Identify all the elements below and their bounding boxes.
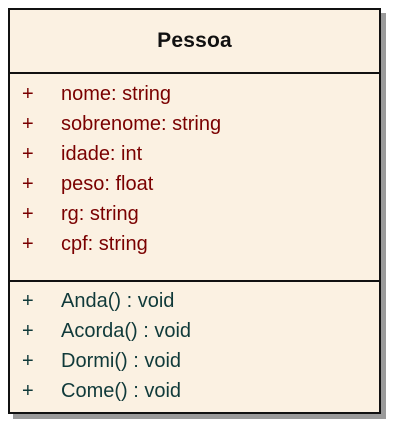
attribute-row: + nome: string <box>10 79 379 109</box>
uml-class-box[interactable]: Pessoa + nome: string + sobrenome: strin… <box>8 8 381 414</box>
method-row: + Dormi() : void <box>10 346 379 376</box>
method-row: + Anda() : void <box>10 286 379 316</box>
method-text: Acorda() : void <box>61 320 192 342</box>
visibility-marker: + <box>22 290 34 312</box>
visibility-marker: + <box>22 203 34 225</box>
method-row: + Come() : void <box>10 376 379 406</box>
visibility-marker: + <box>22 143 34 165</box>
attribute-row: + rg: string <box>10 199 379 229</box>
visibility-marker: + <box>22 173 34 195</box>
visibility-marker: + <box>22 233 34 255</box>
method-text: Anda() : void <box>61 290 175 312</box>
visibility-marker: + <box>22 113 34 135</box>
class-name: Pessoa <box>10 10 379 74</box>
attribute-text: cpf: string <box>61 233 148 255</box>
attributes-compartment: + nome: string + sobrenome: string + ida… <box>10 74 379 282</box>
method-row: + Acorda() : void <box>10 316 379 346</box>
visibility-marker: + <box>22 83 34 105</box>
attribute-row: + sobrenome: string <box>10 109 379 139</box>
visibility-marker: + <box>22 350 34 372</box>
attribute-row: + peso: float <box>10 169 379 199</box>
attribute-text: idade: int <box>61 143 143 165</box>
attribute-text: sobrenome: string <box>61 113 222 135</box>
attribute-text: nome: string <box>61 83 172 105</box>
visibility-marker: + <box>22 320 34 342</box>
visibility-marker: + <box>22 380 34 402</box>
attribute-row: + cpf: string <box>10 229 379 259</box>
attribute-text: rg: string <box>61 203 139 225</box>
attribute-text: peso: float <box>61 173 154 195</box>
method-text: Come() : void <box>61 380 182 402</box>
attribute-row: + idade: int <box>10 139 379 169</box>
methods-compartment: + Anda() : void + Acorda() : void + Dorm… <box>10 282 379 412</box>
method-text: Dormi() : void <box>61 350 182 372</box>
